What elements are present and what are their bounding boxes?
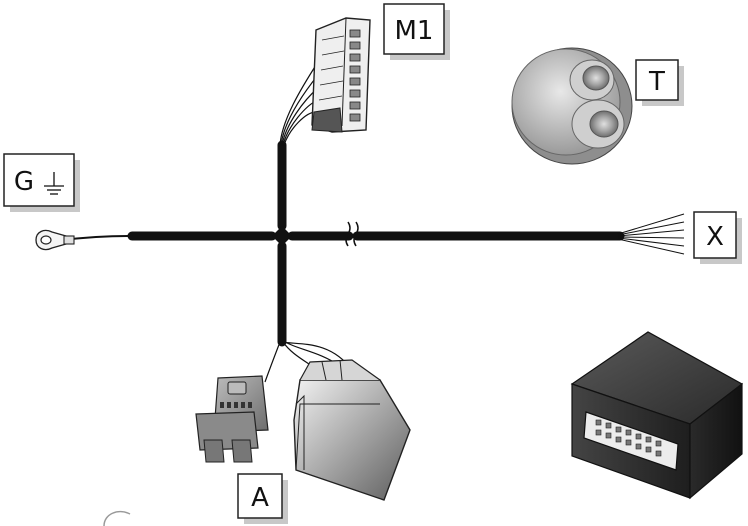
label-t-text: T bbox=[648, 67, 665, 97]
connector-m1 bbox=[311, 17, 371, 133]
connector-a-small bbox=[195, 375, 269, 463]
m1-ribs bbox=[318, 35, 345, 101]
label-m1-text: M1 bbox=[395, 16, 434, 46]
cable-clip-fragment bbox=[103, 510, 131, 526]
module-socket-pins bbox=[595, 419, 662, 457]
label-x-text: X bbox=[706, 222, 724, 252]
grommet-t bbox=[511, 47, 633, 165]
m1-pin-slots bbox=[349, 29, 361, 122]
control-module bbox=[570, 331, 744, 500]
label-a-text: A bbox=[251, 483, 269, 513]
ring-terminal bbox=[35, 229, 75, 251]
connector-a-small-pins bbox=[220, 402, 252, 408]
fanned-wires bbox=[617, 213, 685, 255]
ground-icon bbox=[44, 172, 64, 195]
label-m1: M1 bbox=[383, 3, 450, 60]
cable-junction bbox=[272, 226, 292, 246]
label-t: T bbox=[635, 59, 684, 106]
connector-a-large bbox=[293, 359, 411, 501]
label-a: A bbox=[237, 473, 288, 524]
label-x: X bbox=[693, 211, 742, 264]
cable-cut-mark bbox=[345, 221, 359, 247]
label-g-text: G bbox=[14, 167, 34, 197]
label-g: G bbox=[3, 153, 80, 212]
